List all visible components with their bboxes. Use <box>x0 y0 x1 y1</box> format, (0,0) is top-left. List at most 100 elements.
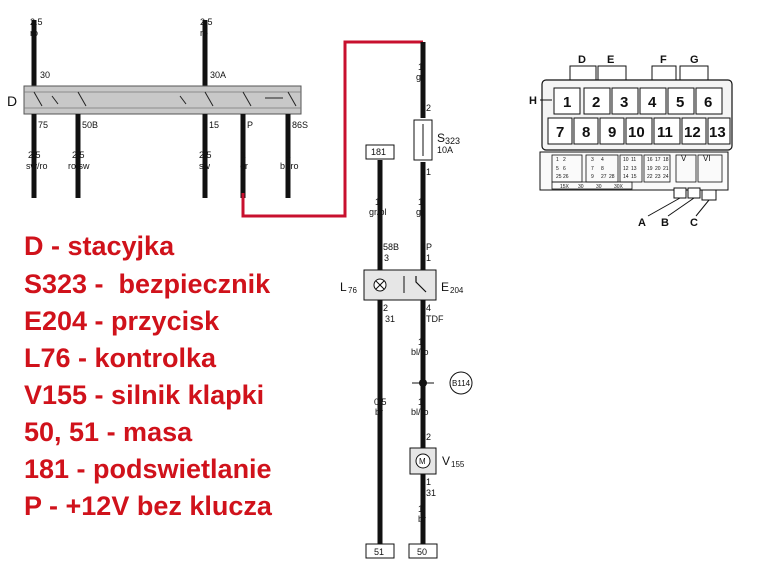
terminal-50b-label: 50B <box>82 120 98 130</box>
lamp-l76-name: L <box>340 280 347 294</box>
svg-text:7: 7 <box>591 166 594 172</box>
svg-text:15: 15 <box>631 174 637 180</box>
svg-text:6: 6 <box>563 166 566 172</box>
fusebox-plug-c: C <box>690 217 698 229</box>
wire-75-color: sw/ro <box>26 161 48 171</box>
connector-181-label: 181 <box>371 147 386 157</box>
fuse-pin-top: 2 <box>426 103 431 113</box>
connector-b114 <box>449 371 473 395</box>
relay-10: 10 <box>628 124 645 141</box>
pin-p-num: 1 <box>426 253 431 263</box>
fuse-pin-bottom: 1 <box>426 167 431 177</box>
fuse-name: S <box>437 131 445 145</box>
svg-text:24: 24 <box>663 174 669 180</box>
wire-15-color: sw <box>199 161 211 171</box>
wire-right-gauge: 1 <box>418 504 423 514</box>
svg-text:15X: 15X <box>560 184 570 190</box>
ground-50-label: 50 <box>417 547 427 557</box>
svg-text:25: 25 <box>556 174 562 180</box>
motor-symbol-circle <box>415 453 431 469</box>
fusebox-side-label: H <box>529 95 537 107</box>
ground-51-label: 51 <box>374 547 384 557</box>
svg-text:5: 5 <box>556 166 559 172</box>
svg-text:12: 12 <box>623 166 629 172</box>
wire-30a-gauge: 2.5 <box>200 17 213 27</box>
fusebox-connector-e: E <box>607 54 614 66</box>
fusebox-top-plugs <box>569 65 709 81</box>
fusebox-relay-vi: VI <box>703 154 711 163</box>
fusebox-row1 <box>553 87 723 115</box>
ground-50 <box>408 543 438 559</box>
motor-pin-top: 2 <box>426 432 431 442</box>
wire-right-color: br <box>418 514 426 524</box>
relay-12: 12 <box>684 124 701 141</box>
wire-left-gauge: 0.5 <box>374 397 387 407</box>
fusebox-plugs-abc <box>673 187 717 201</box>
svg-text:10: 10 <box>623 157 629 163</box>
fusebox-row2 <box>547 117 731 145</box>
fusebox-connector-f: F <box>660 54 667 66</box>
relay-9: 9 <box>608 124 616 141</box>
legend: D - stacyjka S323 - bezpiecznik E204 - p… <box>24 231 273 521</box>
wire-181-gauge: 1 <box>375 197 380 207</box>
circuit-right: 1 gr 2 S 323 10A 1 1 gr P 1 181 1 gr/bl … <box>340 42 473 559</box>
svg-text:4: 4 <box>601 157 604 163</box>
fusebox-connector-g: G <box>690 54 699 66</box>
fusebox-plug-b: B <box>661 217 669 229</box>
svg-text:30X: 30X <box>614 184 624 190</box>
fusebox-diagram: D E F G H 1 2 3 4 5 6 <box>529 54 733 229</box>
motor-name: V <box>442 454 450 468</box>
ground-51 <box>365 543 395 559</box>
svg-text:30: 30 <box>578 184 584 190</box>
connector-b114-label: B114 <box>452 379 471 388</box>
fusebox-panel-text: 1 2 3 4 5 6 7 8 9 10 11 12 13 14 15 16 1… <box>556 157 669 190</box>
relay-11: 11 <box>657 124 673 141</box>
svg-text:17: 17 <box>655 157 661 163</box>
terminal-15-label: 15 <box>209 120 219 130</box>
legend-item-s323: S323 - bezpiecznik <box>24 269 271 299</box>
svg-text:1: 1 <box>556 157 559 163</box>
wire-181-color: gr/bl <box>369 207 387 217</box>
wire-30-color: ro <box>30 28 38 38</box>
fusebox-relay-v: V <box>681 154 687 163</box>
legend-item-e204: E204 - przycisk <box>24 306 220 336</box>
motor-sub: 155 <box>451 460 465 469</box>
wire-50b-gauge: 2.5 <box>72 150 85 160</box>
terminal-86s-label: 86S <box>292 120 308 130</box>
pin-58b-label: 58B <box>383 242 399 252</box>
button-e204-name: E <box>441 280 449 294</box>
legend-item-l76: L76 - kontrolka <box>24 343 217 373</box>
lamp-l76-sub: 76 <box>348 286 357 295</box>
relay-1: 1 <box>563 94 571 111</box>
fusebox-plug-a: A <box>638 217 646 229</box>
fuse-rating: 10A <box>437 145 453 155</box>
fusebox-lower-panel <box>539 151 729 191</box>
wire-blro-2-color: bl/ro <box>411 407 429 417</box>
fuse-sub: 323 <box>445 136 460 146</box>
svg-text:16: 16 <box>647 157 653 163</box>
terminal-30a-label: 30A <box>210 70 226 80</box>
switch-d-body <box>23 85 302 115</box>
legend-item-p: P - +12V bez klucza <box>24 491 273 521</box>
motor-pin-31: 31 <box>426 488 436 498</box>
pin-4-label: 4 <box>426 303 431 313</box>
svg-text:22: 22 <box>647 174 653 180</box>
connector-b114-dot <box>419 379 427 387</box>
pin-58b-num: 3 <box>384 253 389 263</box>
relay-4: 4 <box>648 94 657 111</box>
wire-blro-1-color: bl/ro <box>411 347 429 357</box>
svg-text:27: 27 <box>601 174 607 180</box>
pin-tdf-label: TDF <box>426 314 444 324</box>
motor-pin-bottom: 1 <box>426 477 431 487</box>
svg-text:13: 13 <box>631 166 637 172</box>
relay-13: 13 <box>709 124 726 141</box>
svg-text:2: 2 <box>563 157 566 163</box>
connector-181 <box>365 144 395 160</box>
relay-6: 6 <box>704 94 712 111</box>
svg-text:23: 23 <box>655 174 661 180</box>
wire-75-gauge: 2.5 <box>28 150 41 160</box>
wire-left-color: br <box>375 407 383 417</box>
switch-d-contacts <box>33 91 297 107</box>
wire-15-gauge: 2.5 <box>199 150 212 160</box>
